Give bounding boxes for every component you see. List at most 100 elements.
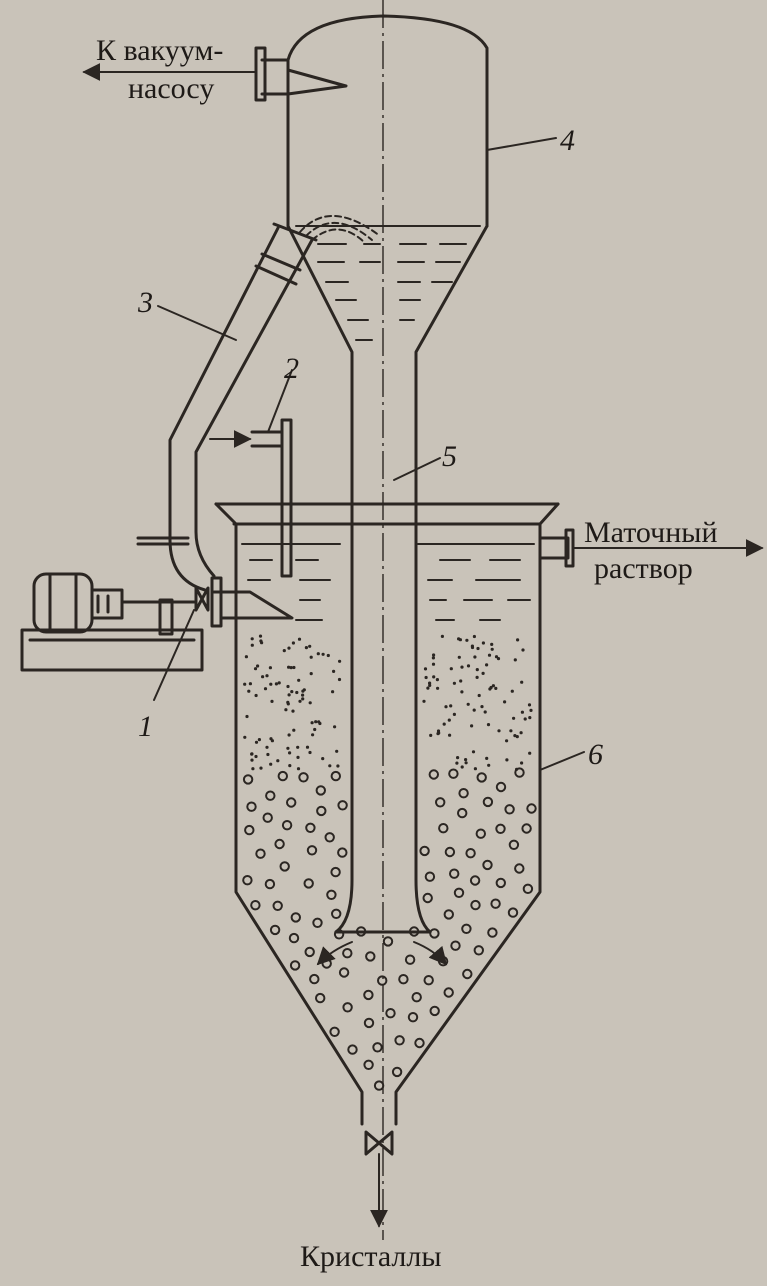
crystal-dot [288,751,292,755]
crystal-bubble [290,912,301,923]
crystal-dot [313,727,317,732]
crystal-dot [265,745,269,749]
crystal-dot [527,703,532,707]
crystal-dot [296,767,301,771]
crystal-dot [424,675,428,680]
crystal-dot [274,682,278,686]
evaporator-vessel [286,14,489,394]
crystal-dot [286,684,290,689]
crystal-bubble [461,923,472,934]
crystal-dot [298,699,302,703]
crystal-bubble [306,845,318,856]
crystal-dot [266,752,270,757]
crystal-dot [472,708,476,712]
vacuum-label-line1: К вакуум- [96,34,223,67]
crystal-dot [520,710,525,714]
crystal-dot [287,733,291,737]
mother-liquor-label-line2: раствор [594,552,693,585]
crystal-dot [447,718,451,722]
crystal-bubble [347,1044,358,1055]
crystal-dot [328,764,332,768]
crystal-dot [301,697,305,701]
crystal-dot [310,721,314,725]
crystal-dot [296,745,300,749]
crystal-bubble [495,781,507,793]
crystal-bubble [303,878,314,889]
crystal-dot [466,664,471,668]
crystal-dot [297,678,301,682]
crystal-dot [269,762,273,766]
crystal-bubble [458,788,469,799]
crystal-bubble [279,861,290,872]
crystal-dot [473,655,477,659]
crystal-dot [423,667,428,671]
crystal-dot [494,686,498,691]
crystal-bubble [438,823,449,834]
crystal-dot [489,685,493,690]
crystal-dot [291,641,295,645]
crystal-dot [245,714,249,719]
crystal-dot [244,655,248,659]
crystal-dot [422,699,426,703]
crystal-dot [509,729,513,733]
pump-inlet-nozzle [210,576,294,628]
crystal-dot [256,664,260,668]
leader-lines [153,137,585,771]
crystal-dot [456,756,460,760]
crystal-dot [503,700,507,704]
callout-3: 3 [137,286,153,319]
crystal-bubble [363,1059,374,1071]
crystal-dot [259,639,263,643]
crystal-dot [309,672,313,676]
crystal-dot [470,724,474,728]
crystal-dot [321,652,325,656]
crystal-dot [301,693,305,697]
crystal-dot [265,674,269,678]
crystal-bubble [288,932,300,944]
crystal-dot [336,764,340,768]
crystal-bubble [495,877,506,889]
crystal-dot [465,638,469,642]
crystal-dot [428,681,432,685]
crystal-dot [282,649,286,653]
crystal-dot [250,758,254,762]
callout-4: 4 [560,124,575,157]
crystal-dot [466,702,470,706]
crystal-bubble [330,866,341,878]
crystal-dot [304,646,308,650]
crystal-dot [520,680,524,684]
crystal-dot [460,765,464,769]
crystal-dot [257,738,261,742]
crystal-bubble [419,845,430,857]
crystal-dot [485,663,489,667]
crystal-dot [431,662,436,666]
crystal-dot [250,752,254,756]
crystal-dot [263,687,268,691]
crystal-bubble [333,929,345,940]
crystal-dot [321,757,325,761]
crystal-dot [276,759,280,763]
crystal-dot [286,700,290,705]
crystal-bubble [242,875,253,886]
crystal-dot [243,682,247,686]
crystal-bubble [281,820,293,831]
crystal-dot [317,720,321,724]
crystal-bubble [305,822,316,833]
crystal-bubble [330,770,341,782]
crystal-dot [305,745,310,749]
crystal-dot [277,681,281,685]
crystal-bubble [365,951,376,962]
crystal-dot [473,767,477,771]
crystal-bubble [342,1002,353,1013]
crystal-bubble [507,907,519,918]
crystal-dot [308,750,312,755]
crystal-bubble [470,899,481,911]
crystal-bubble [315,992,326,1004]
crystal-bubble [355,926,367,937]
crystal-bubble [391,1066,403,1078]
crystal-bubble [385,1008,396,1019]
crystal-dot [519,731,523,735]
crystal-dot [477,693,481,698]
